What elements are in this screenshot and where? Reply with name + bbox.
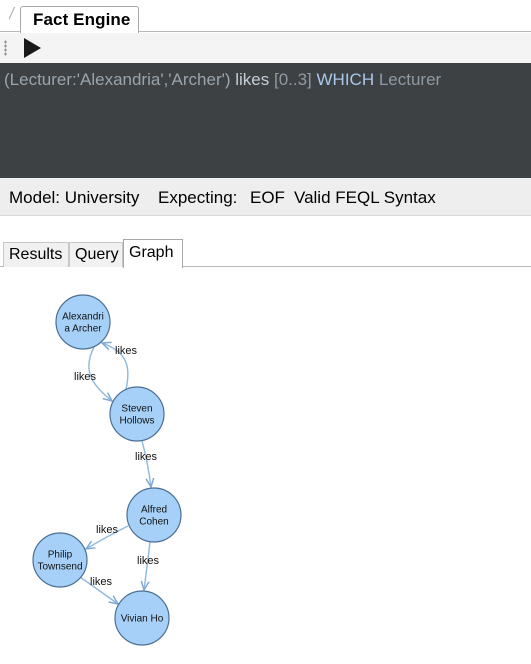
- graph-canvas[interactable]: likes likes likes likes likes likes Alexandri…: [0, 267, 531, 664]
- query-fact-part: (Lecturer:'Alexandria','Archer'): [4, 70, 231, 89]
- edge-alfred-to-philip: [86, 525, 129, 549]
- toolbar-grip-icon[interactable]: [4, 40, 7, 56]
- edge-alexandria-to-steven: [88, 346, 112, 401]
- expecting-label: Expecting:: [158, 188, 238, 207]
- node-label: Hollows: [119, 416, 154, 427]
- tab-query[interactable]: Query: [69, 242, 123, 267]
- graph-node-vivian[interactable]: Vivian Ho: [114, 590, 170, 646]
- query-text: (Lecturer:'Alexandria','Archer') likes […: [4, 70, 441, 90]
- node-label: Philip: [48, 550, 73, 561]
- node-circle: [55, 294, 111, 350]
- spacer: [0, 216, 531, 239]
- model-label: Model: University: [9, 188, 140, 207]
- edge-label-alfred-to-philip: likes: [96, 524, 119, 536]
- tab-graph[interactable]: Graph: [123, 239, 183, 268]
- tab-graph-label: Graph: [129, 244, 174, 261]
- node-label: Alfred: [141, 505, 167, 516]
- tab-slant-edge: [9, 7, 23, 34]
- edge-alfred-to-vivian: [144, 541, 151, 590]
- toolbar: [0, 33, 531, 63]
- document-tab-label: Fact Engine: [33, 10, 131, 29]
- run-query-button[interactable]: [18, 36, 46, 60]
- graph-node-alexandria[interactable]: Alexandria Archer: [55, 294, 111, 350]
- result-tabs: Results Query Graph: [0, 239, 531, 268]
- node-label: Cohen: [139, 517, 168, 528]
- query-range: [0..3]: [269, 70, 312, 89]
- node-label: Steven: [121, 404, 152, 415]
- document-tab-strip: Fact Engine: [0, 0, 531, 33]
- node-label: a Archer: [64, 324, 102, 335]
- play-icon: [24, 38, 41, 58]
- edge-steven-to-alexandria: [102, 343, 129, 390]
- node-circle: [126, 487, 182, 543]
- node-label: Townsend: [37, 562, 82, 573]
- query-object-type: Lecturer: [374, 70, 442, 89]
- node-circle: [109, 386, 165, 442]
- query-keyword-which: WHICH: [311, 70, 375, 89]
- edge-label-steven-to-alexandria: likes: [115, 345, 138, 357]
- tab-results[interactable]: Results: [3, 242, 69, 267]
- edge-philip-to-vivian: [79, 576, 118, 604]
- syntax-status-bar: Model: University Expecting: EOF Valid F…: [0, 178, 531, 216]
- edge-steven-to-alfred: [141, 440, 151, 487]
- graph-svg: likes likes likes likes likes likes Alexandri…: [32, 294, 182, 646]
- edge-label-alexandria-to-steven: likes: [74, 371, 97, 383]
- node-circle: [114, 590, 170, 646]
- query-editor[interactable]: (Lecturer:'Alexandria','Archer') likes […: [0, 63, 531, 178]
- tab-results-label: Results: [9, 246, 63, 263]
- node-label: Alexandri: [62, 312, 104, 323]
- tab-query-label: Query: [75, 246, 119, 263]
- node-label: Vivian Ho: [121, 614, 164, 625]
- edge-label-philip-to-vivian: likes: [90, 576, 113, 588]
- expecting-value: EOF: [250, 188, 285, 207]
- edge-label-steven-to-alfred: likes: [135, 451, 158, 463]
- edge-label-alfred-to-vivian: likes: [137, 555, 160, 567]
- node-circle: [32, 532, 88, 588]
- document-tab-fact-engine[interactable]: Fact Engine: [20, 6, 139, 33]
- query-predicate: likes: [230, 70, 270, 89]
- syntax-status: Valid FEQL Syntax: [294, 188, 436, 207]
